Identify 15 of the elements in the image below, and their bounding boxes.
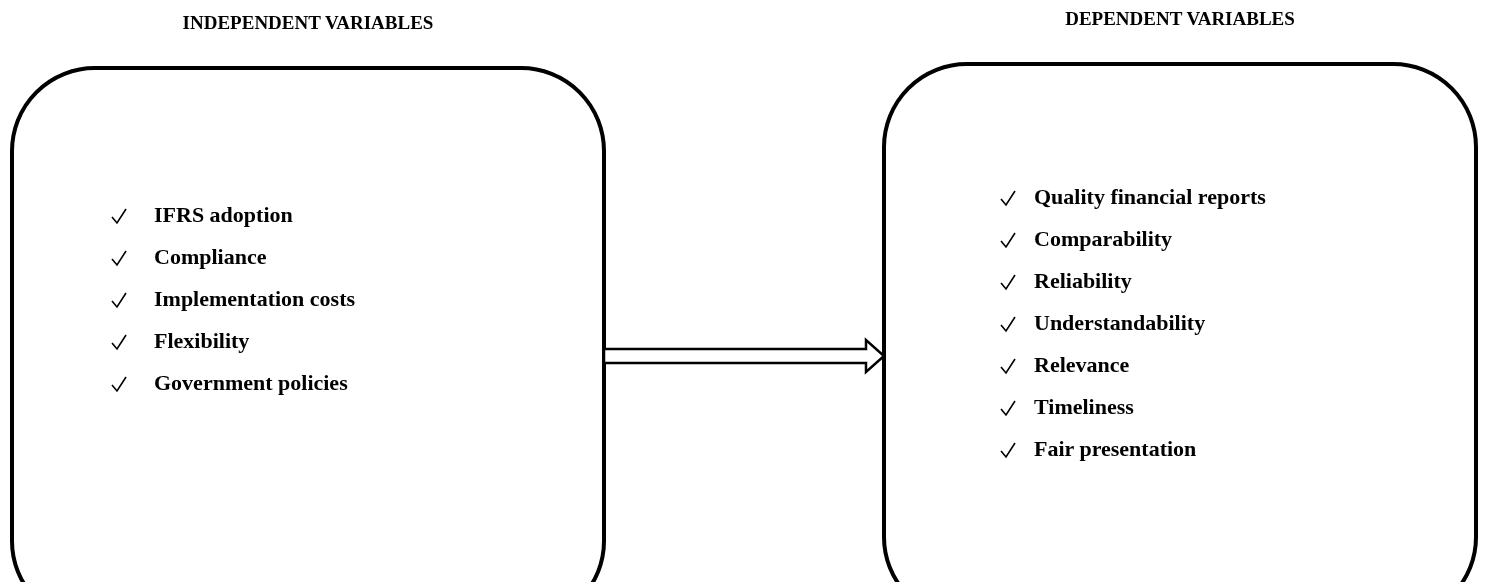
variable-item: IFRS adoption [154,202,293,228]
variable-item: Relevance [1034,352,1130,378]
variable-item: Fair presentation [1034,436,1197,462]
variable-item: Quality financial reports [1034,184,1266,210]
column-heading: INDEPENDENT VARIABLES [181,12,435,34]
variable-item: Compliance [154,244,267,270]
variable-item: Government policies [154,370,348,396]
column-heading: DEPENDENT VARIABLES [1064,8,1296,30]
hollow-arrow [602,337,886,375]
variable-item: Reliability [1034,268,1132,294]
variable-item: Flexibility [154,328,250,354]
variable-item: Understandability [1034,310,1206,336]
variable-item: Timeliness [1034,394,1134,420]
variable-item: Comparability [1034,226,1173,252]
variable-item: Implementation costs [154,286,356,312]
